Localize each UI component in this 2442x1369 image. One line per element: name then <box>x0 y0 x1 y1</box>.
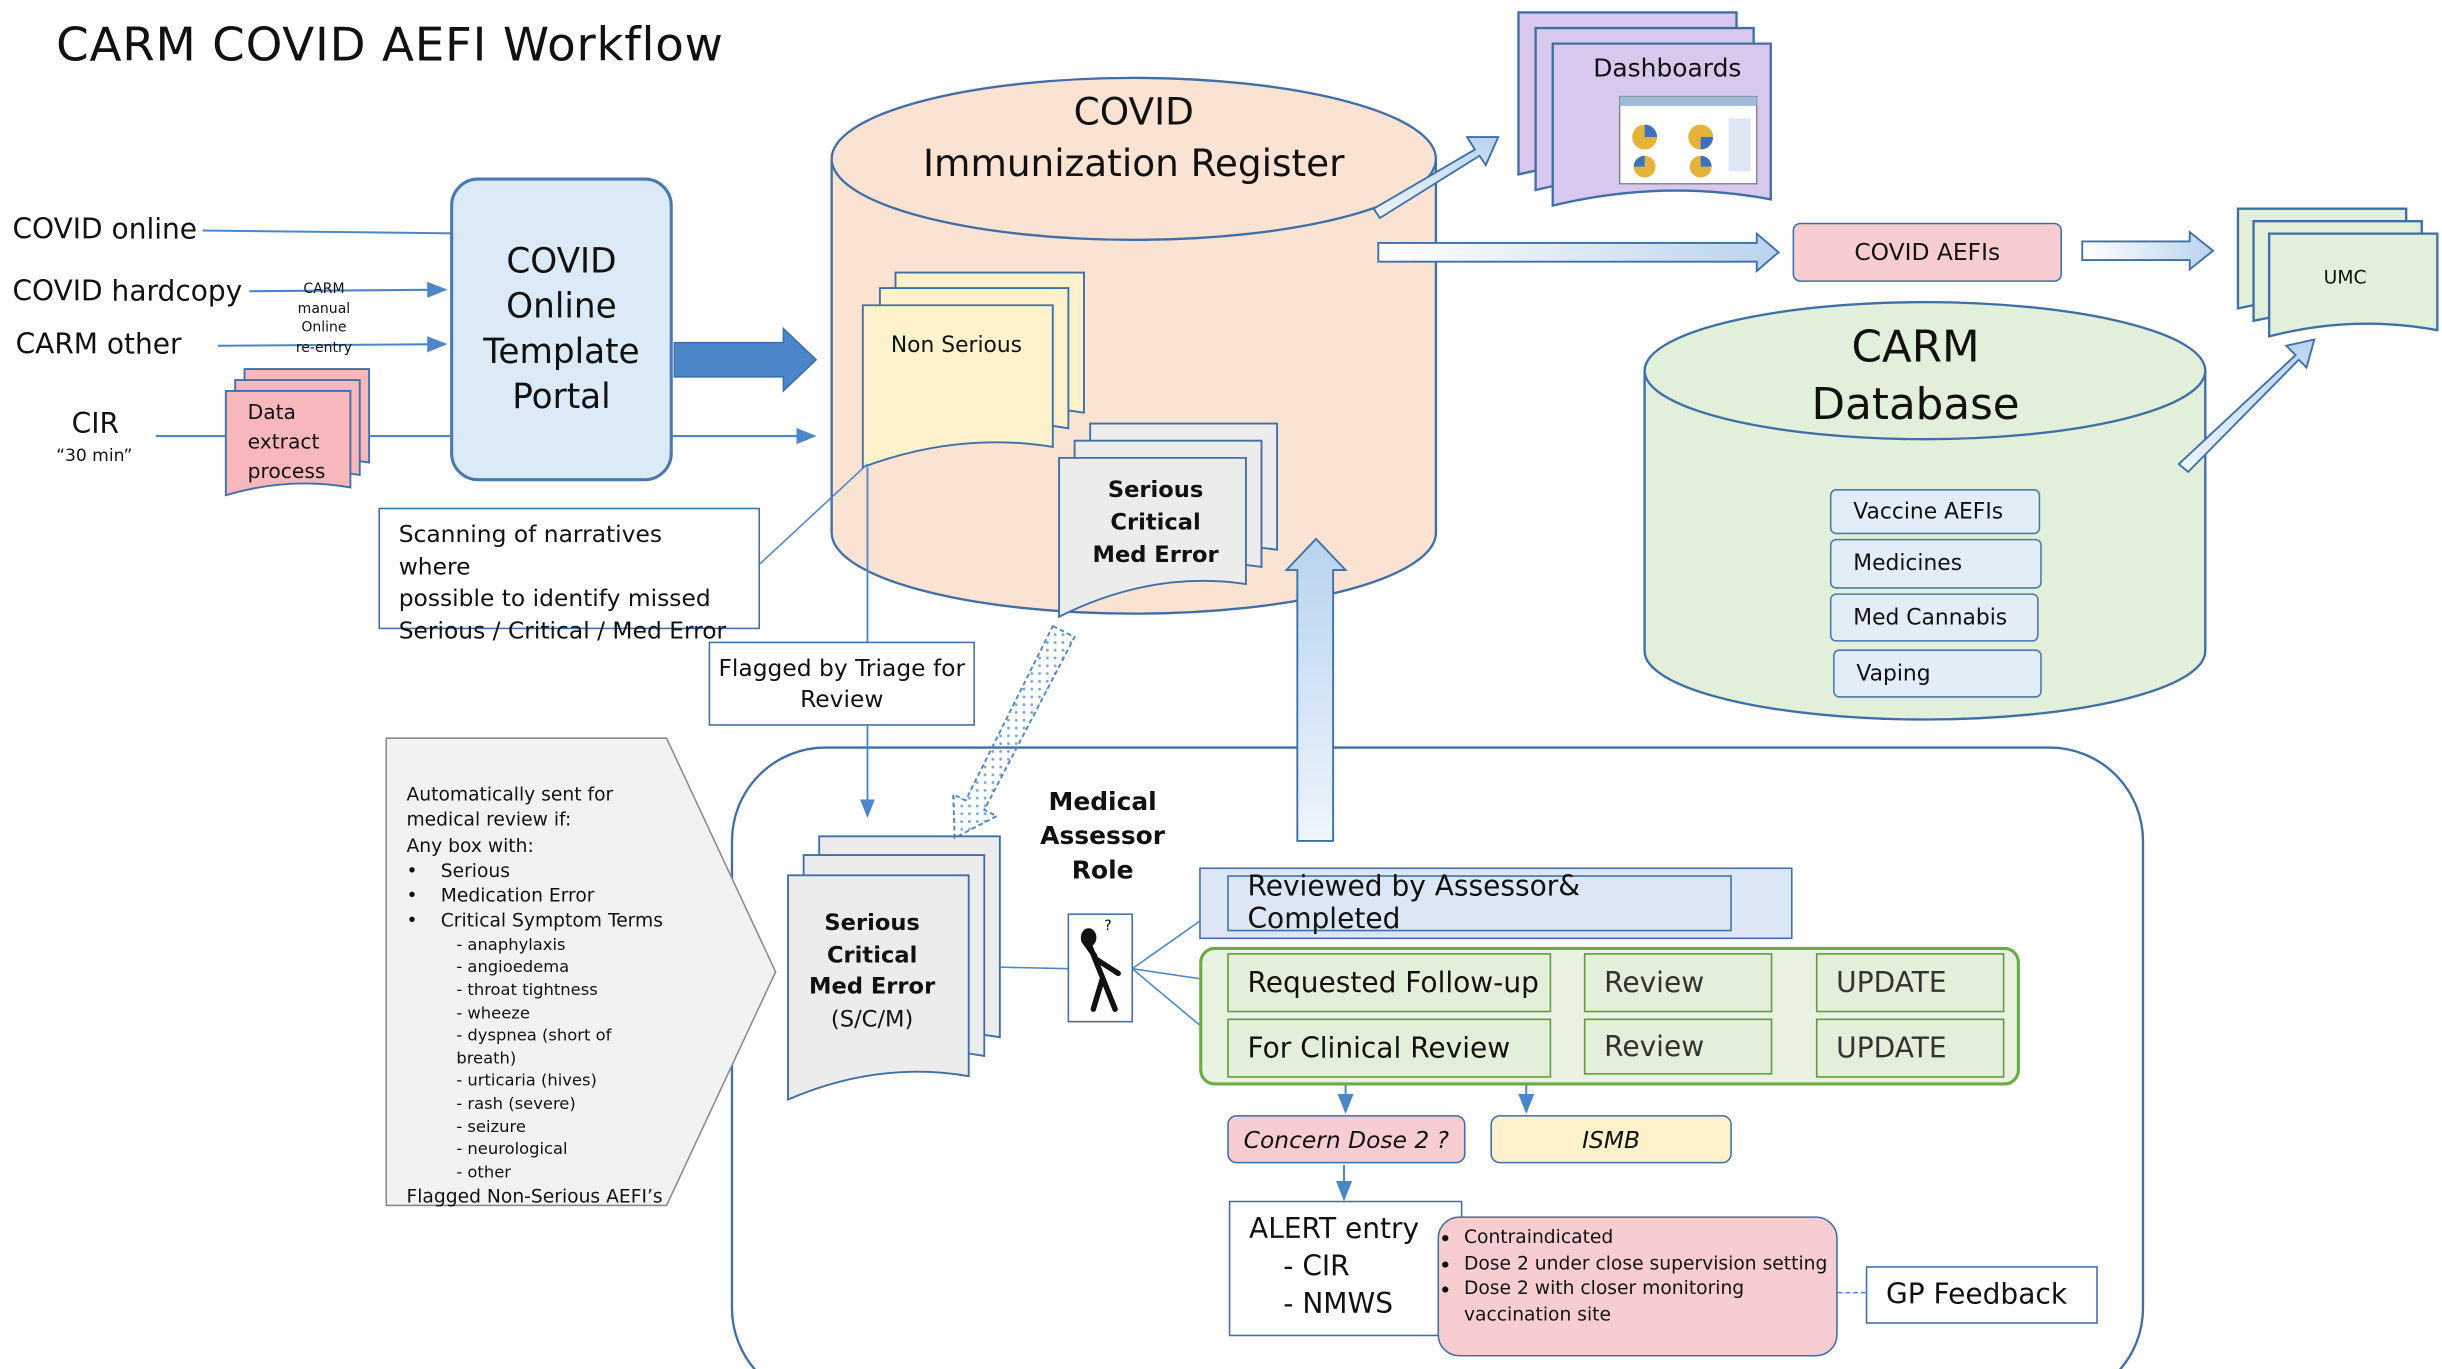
criteria-med-error: •Medication Error <box>406 884 595 907</box>
update-step-2: UPDATE <box>1815 1018 2005 1078</box>
dashboard-thumbnail <box>1619 95 1758 185</box>
review-step-1: Review <box>1583 953 1773 1013</box>
umc-label: UMC <box>2323 266 2367 289</box>
serious-register-stack <box>1058 422 1279 619</box>
critical-terms-list: - anaphylaxis - angioedema - throat tigh… <box>456 935 612 1182</box>
criteria-critical: •Critical Symptom Terms <box>406 910 663 933</box>
data-extract-label: Data extract process <box>247 401 326 485</box>
review-step-2: Review <box>1583 1018 1773 1075</box>
reentry-note: CARM manual Online re-entry <box>295 281 353 356</box>
db-item-vaping: Vaping <box>1833 649 2042 698</box>
scm-doc-label: Serious Critical Med Error (S/C/M) <box>809 911 936 1032</box>
assessor-figure-icon: ? <box>1067 913 1134 1023</box>
gp-feedback-box: GP Feedback <box>1865 1266 2098 1324</box>
page-title: CARM COVID AEFI Workflow <box>56 18 724 74</box>
register-title: COVID Immunization Register <box>923 90 1345 186</box>
cir-time-label: “30 min” <box>56 445 133 466</box>
data-extract-stack <box>224 368 371 497</box>
alert-entry-box: ALERT entry - CIR - NMWS <box>1228 1200 1463 1337</box>
umc-stack <box>2236 207 2439 338</box>
ismb-box: ISMB <box>1490 1115 1732 1164</box>
clinical-review-status: For Clinical Review <box>1227 1018 1552 1078</box>
requested-followup-status: Requested Follow-up <box>1227 953 1552 1013</box>
scanning-note: Scanning of narratives where possible to… <box>378 507 761 644</box>
input-covid-online: COVID online <box>12 213 198 247</box>
auto-review-shape <box>385 737 777 1207</box>
db-item-med-cannabis: Med Cannabis <box>1829 593 2039 642</box>
triage-note: Flagged by Triage for Review <box>708 641 975 726</box>
covid-aefis-box: COVID AEFIs <box>1792 222 2062 282</box>
update-step-1: UPDATE <box>1815 953 2005 1013</box>
input-cir: CIR <box>71 408 119 441</box>
criteria-serious: •Serious <box>406 859 510 882</box>
non-serious-label: Non Serious <box>890 333 1023 359</box>
svg-text:?: ? <box>1104 918 1111 934</box>
scm-docs-stack <box>787 835 1001 1101</box>
concern-dose-2-box: Concern Dose 2 ? <box>1227 1115 1466 1164</box>
dashboards-label: Dashboards <box>1593 52 1742 83</box>
auto-review-text: Automatically sent for medical review if… <box>406 782 671 1210</box>
covid-online-template-portal: COVID Online Template Portal <box>450 177 673 482</box>
input-covid-hardcopy: COVID hardcopy <box>12 275 243 309</box>
carm-db-title: CARM Database <box>1811 320 2020 430</box>
non-serious-stack <box>861 271 1085 469</box>
input-carm-other: CARM other <box>15 328 182 362</box>
contraindication-box: Contraindicated Dose 2 under close super… <box>1437 1216 1838 1357</box>
reviewed-completed-status: Reviewed by Assessor& Completed <box>1227 871 1732 936</box>
db-item-vaccine-aefis: Vaccine AEFIs <box>1829 489 2041 535</box>
db-item-medicines: Medicines <box>1829 538 2042 589</box>
serious-register-label: Serious Critical Med Error <box>1092 478 1219 569</box>
medical-assessor-role-label: Medical Assessor Role <box>1040 786 1166 885</box>
